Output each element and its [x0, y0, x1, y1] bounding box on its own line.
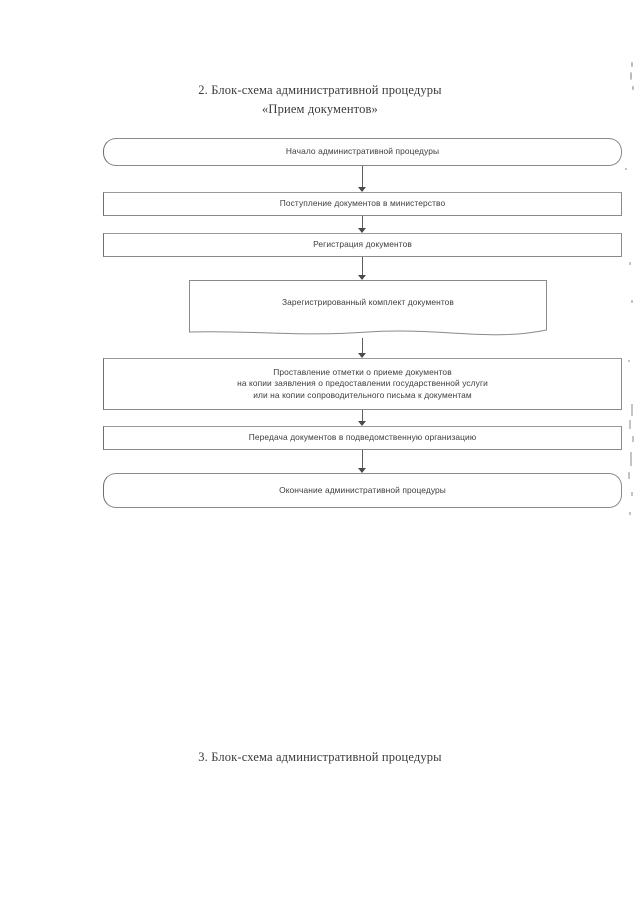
connector-registration-to-registered-set [357, 257, 368, 280]
bottom-section-title: 3. Блок-схема административной процедуры [198, 750, 442, 764]
flow-node-registered-set: Зарегистрированный комплект документов [189, 280, 547, 338]
flow-node-incoming-label: Поступление документов в министерство [279, 198, 446, 209]
flow-node-mark: Проставление отметки о приеме документов… [103, 358, 622, 410]
flow-node-start: Начало административной процедуры [103, 138, 622, 166]
document-shape-icon [189, 280, 547, 336]
flow-node-start-label: Начало административной процедуры [285, 146, 440, 157]
flow-node-mark-label-line-2: на копии заявления о предоставлении госу… [237, 378, 488, 389]
connector-mark-to-transfer [357, 410, 368, 426]
flow-node-registered-set-label: Зарегистрированный комплект документов [282, 297, 454, 308]
flow-node-mark-label: Проставление отметки о приеме документов… [104, 367, 621, 402]
flow-node-end-label: Окончание административной процедуры [279, 484, 446, 495]
flow-node-end: Окончание административной процедуры [103, 473, 622, 508]
connector-start-to-incoming [357, 166, 368, 192]
flow-node-registration-label: Регистрация документов [313, 239, 412, 250]
flow-node-transfer-label: Передача документов в подведомственную о… [248, 432, 477, 443]
flow-node-incoming: Поступление документов в министерство [103, 192, 622, 216]
flow-node-mark-label-line-3: или на копии сопроводительного письма к … [253, 389, 472, 400]
page-title-line-1: 2. Блок-схема административной процедуры [198, 83, 442, 97]
flow-node-transfer: Передача документов в подведомственную о… [103, 426, 622, 450]
connector-registered-set-to-mark [357, 338, 368, 358]
flow-node-mark-label-line-1: Проставление отметки о приеме документов [273, 366, 452, 377]
flow-node-registration: Регистрация документов [103, 233, 622, 257]
page-title-line-2: «Прием документов» [262, 102, 378, 116]
connector-incoming-to-registration [357, 216, 368, 233]
connector-transfer-to-end [357, 450, 368, 473]
